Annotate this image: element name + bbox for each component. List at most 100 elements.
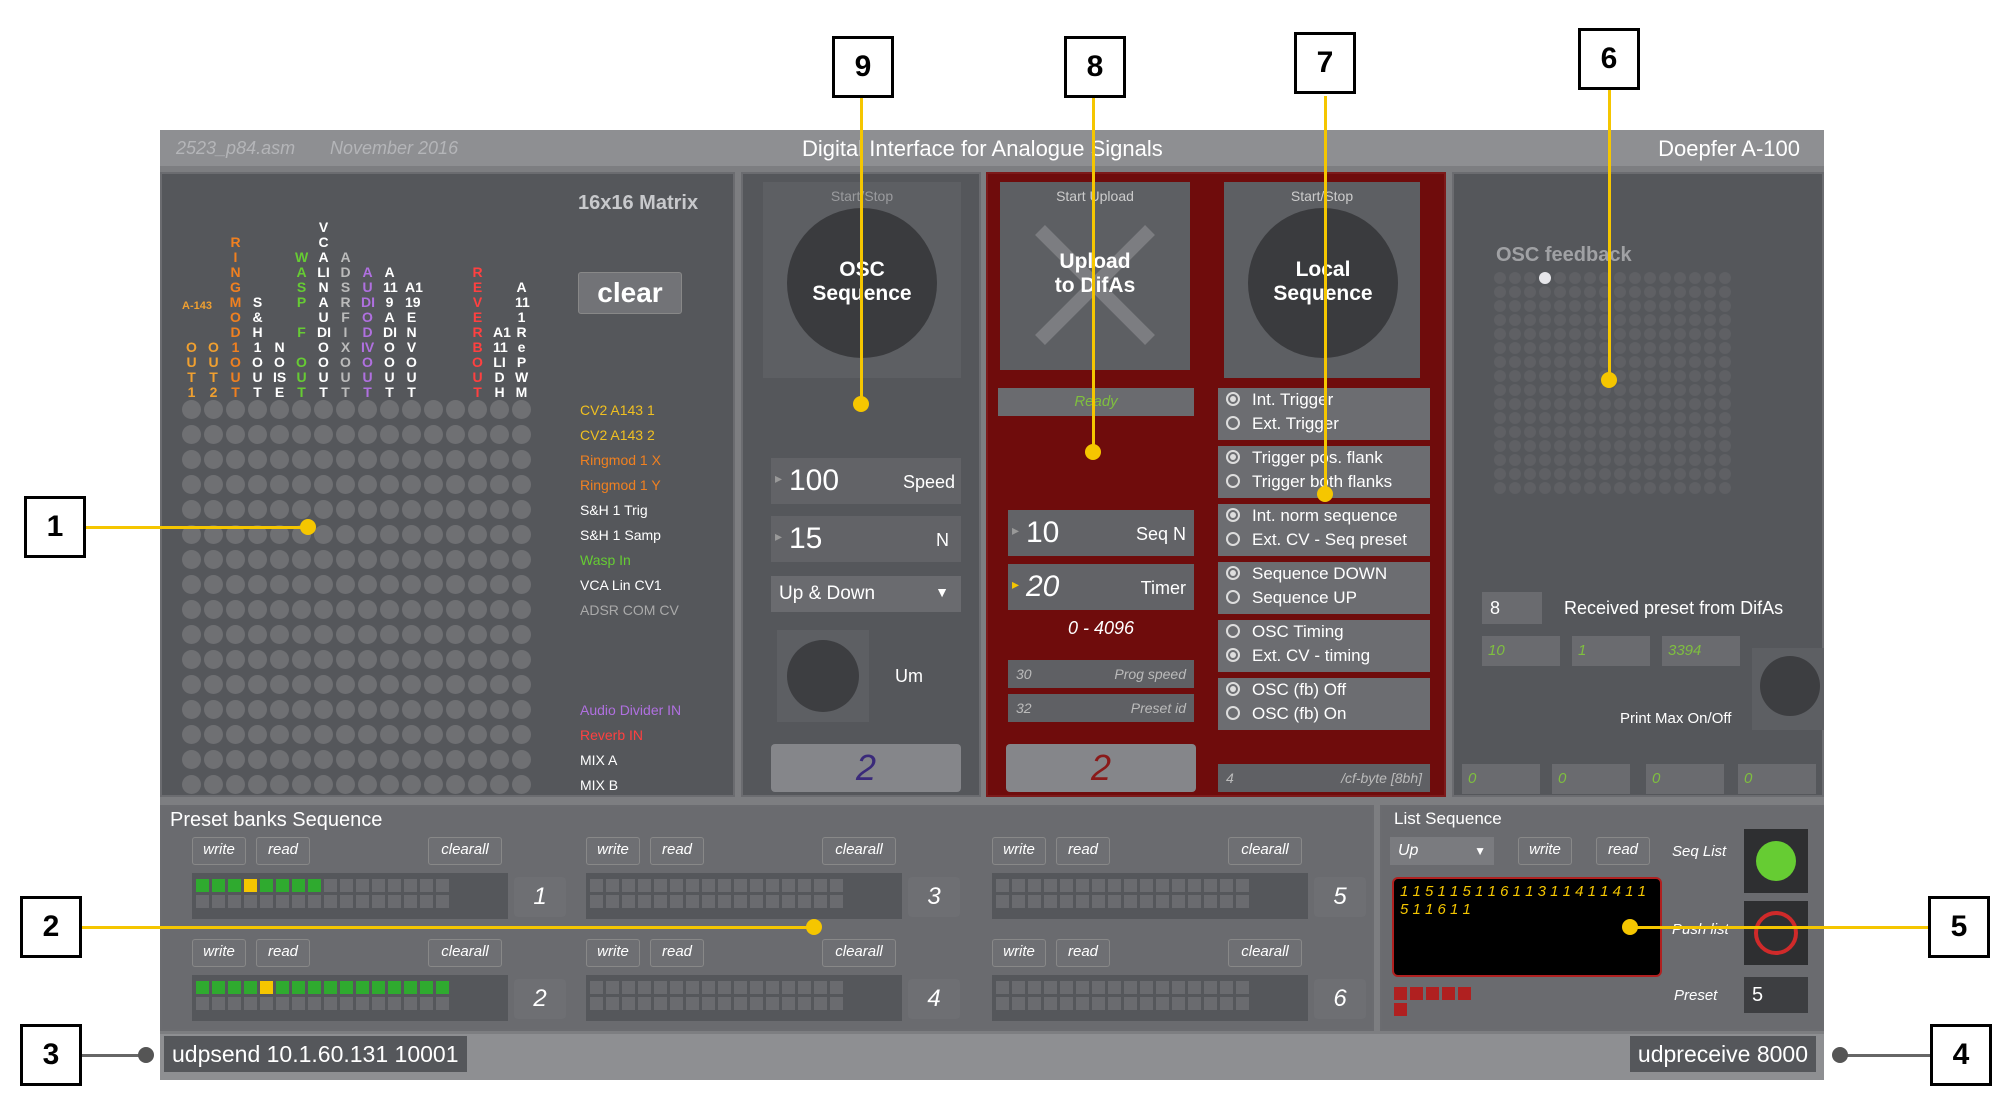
list-read-button[interactable]: read (1596, 837, 1650, 865)
matrix-cell[interactable] (424, 700, 443, 719)
bank-cell[interactable] (996, 997, 1009, 1010)
matrix-cell[interactable] (512, 450, 531, 469)
matrix-cell[interactable] (424, 525, 443, 544)
feedback-bottom-3[interactable]: 0 (1646, 764, 1724, 794)
list-cell[interactable] (1458, 987, 1471, 1000)
matrix-cell[interactable] (204, 425, 223, 444)
bank-write-button[interactable]: write (192, 939, 246, 967)
matrix-cell[interactable] (270, 500, 289, 519)
radio-button[interactable] (1226, 392, 1240, 406)
bank-cell[interactable] (590, 879, 603, 892)
bank-cell[interactable] (798, 981, 811, 994)
osc-bottom-number[interactable]: 2 (771, 744, 961, 792)
bank-cell[interactable] (340, 895, 353, 908)
bank-cell[interactable] (1124, 981, 1137, 994)
bank-cell[interactable] (356, 997, 369, 1010)
matrix-cell[interactable] (512, 400, 531, 419)
bank-cell[interactable] (1060, 895, 1073, 908)
bank-cell[interactable] (1028, 879, 1041, 892)
bank-cell[interactable] (372, 997, 385, 1010)
bank-read-button[interactable]: read (1056, 837, 1110, 865)
matrix-cell[interactable] (512, 675, 531, 694)
bank-cell[interactable] (1140, 997, 1153, 1010)
matrix-cell[interactable] (204, 575, 223, 594)
bank-cell[interactable] (244, 997, 257, 1010)
bank-cell[interactable] (388, 895, 401, 908)
matrix-cell[interactable] (490, 450, 509, 469)
matrix-cell[interactable] (446, 450, 465, 469)
bank-cell[interactable] (1076, 879, 1089, 892)
matrix-cell[interactable] (468, 425, 487, 444)
matrix-cell[interactable] (446, 775, 465, 794)
matrix-cell[interactable] (490, 500, 509, 519)
list-cell[interactable] (1586, 1003, 1599, 1016)
bank-cell[interactable] (734, 879, 747, 892)
matrix-cell[interactable] (468, 725, 487, 744)
matrix-cell[interactable] (248, 400, 267, 419)
matrix-cell[interactable] (204, 725, 223, 744)
matrix-cell[interactable] (336, 775, 355, 794)
matrix-cell[interactable] (270, 575, 289, 594)
bank-cell[interactable] (420, 895, 433, 908)
matrix-cell[interactable] (380, 525, 399, 544)
matrix-cell[interactable] (248, 775, 267, 794)
clear-button[interactable]: clear (578, 272, 682, 314)
matrix-cell[interactable] (358, 625, 377, 644)
bank-cell[interactable] (654, 895, 667, 908)
matrix-cell[interactable] (292, 750, 311, 769)
matrix-cell[interactable] (358, 750, 377, 769)
matrix-cell[interactable] (204, 650, 223, 669)
matrix-cell[interactable] (490, 725, 509, 744)
preset-number-field[interactable]: 8 (1482, 592, 1542, 624)
matrix-cell[interactable] (358, 575, 377, 594)
bank-cell[interactable] (196, 895, 209, 908)
bank-read-button[interactable]: read (1056, 939, 1110, 967)
matrix-cell[interactable] (468, 775, 487, 794)
matrix-cell[interactable] (424, 475, 443, 494)
radio-button[interactable] (1226, 416, 1240, 430)
bank-cell[interactable] (308, 895, 321, 908)
matrix-cell[interactable] (402, 700, 421, 719)
matrix-cell[interactable] (424, 625, 443, 644)
list-cell[interactable] (1490, 987, 1503, 1000)
preset-id-field[interactable]: 32 Preset id (1008, 694, 1194, 722)
matrix-cell[interactable] (182, 775, 201, 794)
bank-cell[interactable] (228, 895, 241, 908)
list-cell[interactable] (1522, 987, 1535, 1000)
matrix-cell[interactable] (182, 400, 201, 419)
matrix-cell[interactable] (446, 400, 465, 419)
bank-cell[interactable] (1124, 879, 1137, 892)
um-knob[interactable] (787, 640, 859, 712)
matrix-cell[interactable] (226, 575, 245, 594)
matrix-cell[interactable] (226, 475, 245, 494)
bank-cell[interactable] (1236, 981, 1249, 994)
preset-value-field[interactable]: 5 (1744, 977, 1808, 1013)
bank-cell[interactable] (212, 879, 225, 892)
matrix-cell[interactable] (314, 575, 333, 594)
matrix-cell[interactable] (380, 700, 399, 719)
bank-cell[interactable] (1012, 997, 1025, 1010)
matrix-cell[interactable] (204, 775, 223, 794)
bank-cell[interactable] (356, 981, 369, 994)
bank-cell[interactable] (1060, 879, 1073, 892)
bank-cell[interactable] (308, 879, 321, 892)
bank-cell[interactable] (718, 879, 731, 892)
bank-cell[interactable] (276, 879, 289, 892)
bank-cell[interactable] (1044, 879, 1057, 892)
bank-cell[interactable] (782, 895, 795, 908)
bank-cell[interactable] (244, 895, 257, 908)
matrix-cell[interactable] (226, 600, 245, 619)
matrix-cell[interactable] (182, 700, 201, 719)
matrix-cell[interactable] (270, 450, 289, 469)
matrix-cell[interactable] (336, 650, 355, 669)
matrix-cell[interactable] (512, 475, 531, 494)
bank-cell[interactable] (1220, 997, 1233, 1010)
matrix-cell[interactable] (204, 475, 223, 494)
bank-cell[interactable] (718, 997, 731, 1010)
matrix-cell[interactable] (468, 525, 487, 544)
radio-button[interactable] (1226, 566, 1240, 580)
list-cell[interactable] (1474, 987, 1487, 1000)
matrix-cell[interactable] (336, 600, 355, 619)
matrix-cell[interactable] (182, 625, 201, 644)
matrix-cell[interactable] (314, 475, 333, 494)
